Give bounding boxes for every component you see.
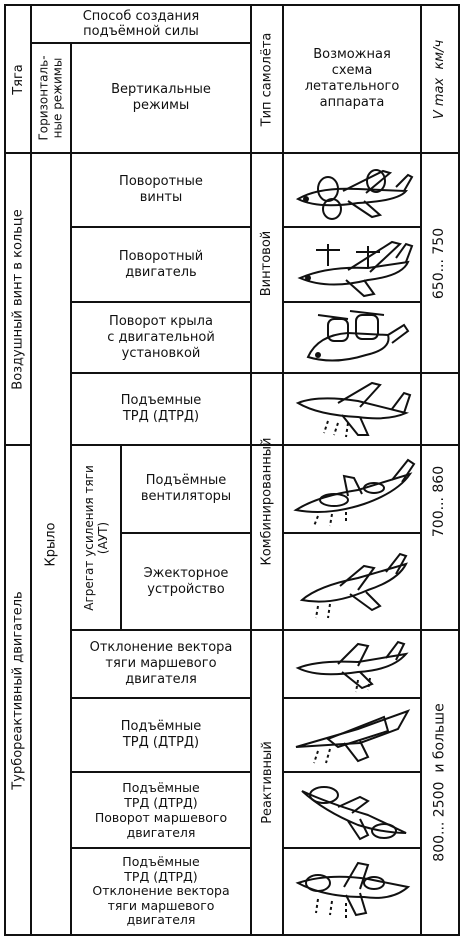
- border-top: [4, 4, 460, 6]
- divider-type: [282, 4, 284, 936]
- divider-horizontal: [70, 42, 72, 936]
- row-line: [70, 301, 252, 303]
- header-aircraft-type: Тип самолёта: [259, 32, 275, 126]
- vectored-thrust-aircraft-icon: [288, 634, 416, 694]
- row-line: [70, 697, 252, 699]
- combined-vtol-aircraft-icon: [288, 853, 416, 931]
- row-line: [282, 532, 420, 534]
- speed-jet: 800... 2500 и больше: [431, 703, 448, 862]
- header-horizontal-modes: Горизонталь- ные режимы: [37, 55, 65, 141]
- type-propeller: Винтовой: [259, 230, 275, 296]
- row-line: [282, 771, 420, 773]
- thrust-ducted-fan: Воздушный винт в кольце: [10, 208, 26, 390]
- header-vertical-modes: Вертикальные режимы: [111, 82, 211, 113]
- divider-thrust: [30, 4, 32, 936]
- header-scheme: Возможная схема летательного аппарата: [304, 47, 400, 110]
- speed-propeller: 650... 750: [431, 227, 448, 299]
- lift-row-1: Поворотные винты: [119, 174, 203, 205]
- row-line: [70, 444, 460, 446]
- border-right: [458, 4, 460, 936]
- type-combined: Комбинированный: [259, 437, 275, 566]
- tilt-engine-aircraft-icon: [288, 232, 416, 298]
- thrust-turbojet: Турбореактивный двигатель: [10, 590, 26, 790]
- lift-row-5: Подъёмные вентиляторы: [140, 473, 232, 504]
- lift-jet-aircraft-icon: [288, 377, 416, 441]
- lift-row-6: Эжекторное устройство: [143, 565, 229, 597]
- header-split: [30, 42, 250, 44]
- divider-aut: [120, 444, 122, 631]
- tilt-rotor-aircraft-icon: [288, 159, 416, 223]
- divider-scheme: [420, 4, 422, 936]
- horizontal-wing: Крыло: [43, 521, 59, 567]
- lift-row-4: Подъемные ТРД (ДТРД): [120, 393, 202, 424]
- row-line: [282, 697, 420, 699]
- tilt-wing-aircraft-icon: [288, 305, 416, 369]
- row-line: [282, 226, 420, 228]
- aut-label: Агрегат усиления тяги (АУТ): [82, 464, 110, 611]
- row-line: [70, 372, 460, 374]
- type-jet: Реактивный: [259, 741, 275, 824]
- row-line: [282, 847, 420, 849]
- row-line: [70, 771, 252, 773]
- vtol-classification-table: Тяга Способ создания подъёмной силы Гори…: [4, 4, 460, 936]
- row-line: [120, 532, 250, 534]
- border-bottom: [4, 934, 460, 936]
- lift-row-3: Поворот крыла с двигательной установкой: [107, 313, 215, 361]
- lift-row-2: Поворотный двигатель: [118, 248, 204, 280]
- swivel-engine-aircraft-icon: [288, 777, 416, 843]
- lift-row-9: Подъёмные ТРД (ДТРД) Поворот маршевого д…: [94, 780, 228, 840]
- delta-lift-jet-aircraft-icon: [288, 703, 416, 767]
- header-bottom: [4, 152, 460, 154]
- row-line: [70, 847, 252, 849]
- row-line: [70, 226, 252, 228]
- row-line: [282, 301, 420, 303]
- header-vmax: V max км/ч: [432, 39, 448, 119]
- ejector-aircraft-icon: [288, 542, 416, 622]
- lift-row-10: Подъёмные ТРД (ДТРД) Отклонение вектора …: [92, 854, 230, 928]
- lift-fan-aircraft-icon: [288, 452, 416, 528]
- lift-row-8: Подъёмные ТРД (ДТРД): [120, 719, 202, 750]
- header-lift-method: Способ создания подъёмной силы: [82, 9, 200, 39]
- lift-row-7: Отклонение вектора тяги маршевого двигат…: [89, 640, 233, 687]
- header-thrust: Тяга: [10, 63, 26, 95]
- border-left: [4, 4, 6, 936]
- left-split: [4, 444, 32, 446]
- divider-lift: [250, 4, 252, 936]
- speed-combined: 700... 860: [431, 465, 448, 538]
- row-line: [70, 629, 460, 631]
